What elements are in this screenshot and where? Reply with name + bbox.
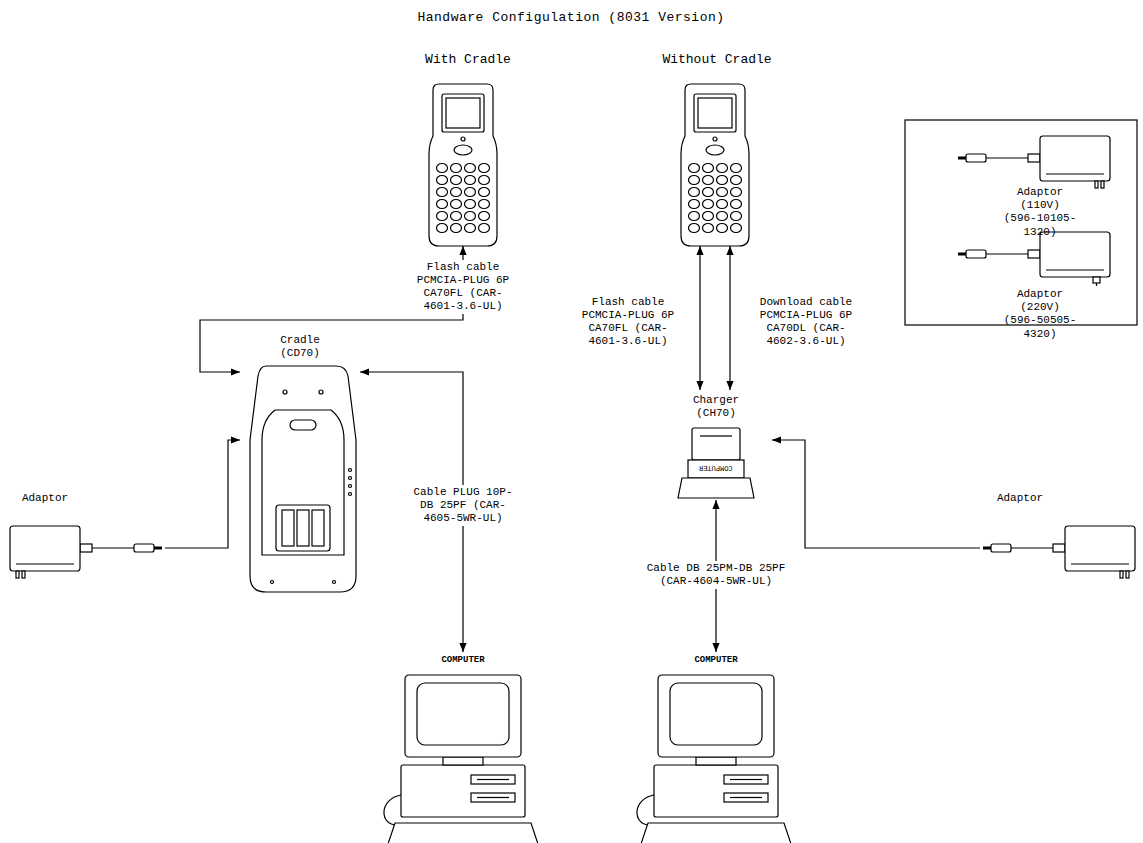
node-label: Adaptor xyxy=(22,492,68,505)
terminal xyxy=(681,84,749,246)
text-group: Charger (CH70) xyxy=(681,394,751,420)
computer xyxy=(637,675,792,843)
terminal-node xyxy=(680,84,750,246)
charger: Charger (CH70) xyxy=(660,390,772,500)
cable-label: Download cable PCMCIA-PLUG 6P CA70DL (CA… xyxy=(744,295,868,349)
text-group: COMPUTER xyxy=(694,655,737,666)
node-label: (596-50505-4320) xyxy=(995,314,1085,340)
terminal xyxy=(429,84,497,246)
adaptor xyxy=(958,232,1110,277)
computer: COMPUTER xyxy=(383,652,543,843)
text-group: Adaptor xyxy=(997,492,1043,505)
node-label: Adaptor (220V) xyxy=(995,288,1085,314)
adaptor xyxy=(958,136,1110,181)
cable-connector xyxy=(165,440,240,548)
text-group: Adaptor xyxy=(22,492,68,505)
cable-label: Cable PLUG 10P-DB 25PF (CAR-4605-5WR-UL) xyxy=(401,485,525,526)
text-group: Adaptor (110V)(596-10105-1320) xyxy=(995,186,1085,239)
cable-connector xyxy=(699,246,700,390)
node-label: Adaptor xyxy=(997,492,1043,505)
charger-drawing xyxy=(678,428,754,498)
section-heading: Without Cradle xyxy=(662,52,771,68)
node-label: COMPUTER xyxy=(441,655,484,666)
cradle-drawing xyxy=(250,366,356,592)
adaptor-part: Adaptor (220V)(596-50505-4320) xyxy=(950,230,1130,322)
node-label: Adaptor (110V) xyxy=(995,186,1085,212)
cable-label: Cable DB 25PM-DB 25PF (CAR-4604-5WR-UL) xyxy=(639,561,793,589)
terminal-node xyxy=(428,84,498,246)
text-group: COMPUTER xyxy=(441,655,484,666)
adaptor-part: Adaptor (110V)(596-10105-1320) xyxy=(950,130,1130,222)
port-marking: COMPUTER xyxy=(699,464,733,472)
text-group: Adaptor (220V)(596-50505-4320) xyxy=(995,288,1085,341)
adaptor-prongs xyxy=(1095,181,1104,188)
node-label: (596-10105-1320) xyxy=(995,212,1085,238)
adaptor: Adaptor xyxy=(980,490,1140,580)
diagram-title: Handware Configulation (8031 Version) xyxy=(417,10,724,26)
adaptor xyxy=(983,526,1135,578)
cable-label: Flash cable PCMCIA-PLUG 6P CA70FL (CAR-4… xyxy=(401,260,525,314)
adaptor: Adaptor xyxy=(5,490,165,580)
adaptor xyxy=(10,526,162,578)
parts-box xyxy=(905,120,1137,325)
cradle: Cradle (CD70) xyxy=(240,330,360,595)
section-heading: With Cradle xyxy=(425,52,511,68)
computer: COMPUTER xyxy=(636,652,796,843)
node-label: COMPUTER xyxy=(694,655,737,666)
cable-connector xyxy=(729,246,730,390)
eu-plug xyxy=(1093,277,1100,286)
cable-label: Flash cable PCMCIA-PLUG 6P CA70FL (CAR-4… xyxy=(566,295,690,349)
node-label: Cradle (CD70) xyxy=(265,334,335,360)
computer xyxy=(384,675,539,843)
cable-connector xyxy=(772,440,980,548)
text-group: Cradle (CD70) xyxy=(265,334,335,360)
node-label: Charger (CH70) xyxy=(681,394,751,420)
